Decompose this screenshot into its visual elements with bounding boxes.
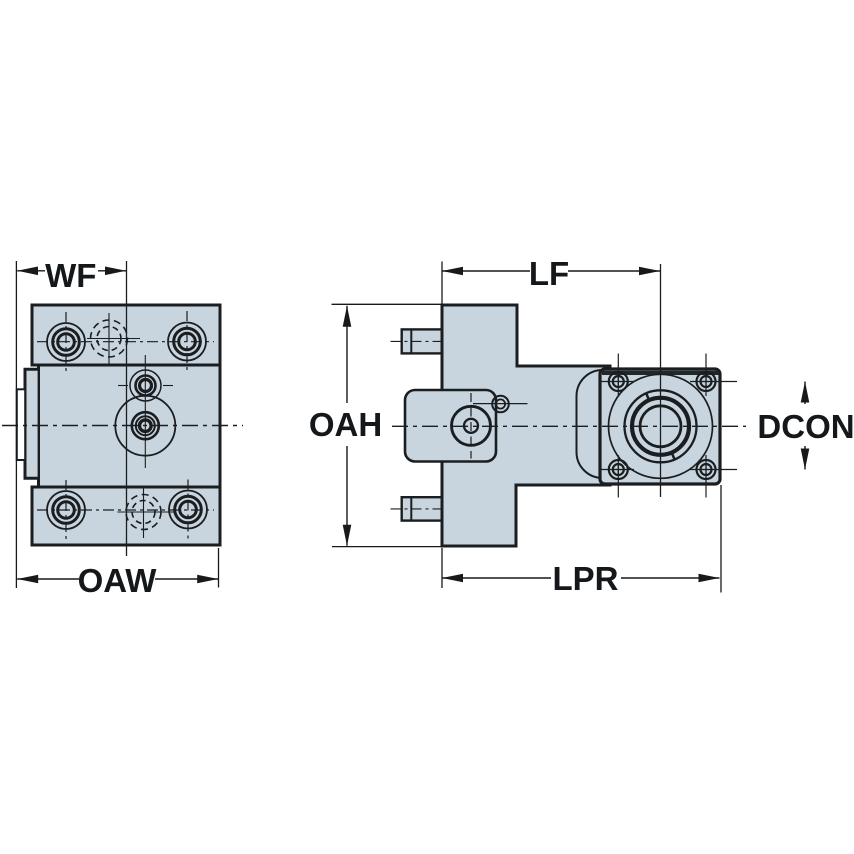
bolt-hole-bottom-right — [168, 479, 208, 540]
arrowhead — [442, 266, 463, 276]
arrowhead — [442, 573, 463, 583]
bolt-hole-top-right — [167, 311, 207, 374]
label-lf: LF — [529, 255, 569, 292]
arrowhead — [105, 266, 126, 276]
label-oah: OAH — [309, 406, 382, 443]
label-dcon: DCON — [757, 408, 854, 445]
side-key-tab — [15, 388, 27, 461]
arrowhead — [17, 266, 38, 276]
bolt-hole-top-left — [46, 312, 86, 372]
flange-screw-top-right — [690, 353, 737, 396]
dimension-dcon — [800, 381, 810, 470]
dimension-oah — [342, 305, 352, 546]
dimension-oaw — [17, 574, 219, 584]
arrowhead — [698, 573, 720, 583]
label-lpr: LPR — [553, 560, 619, 597]
arrowhead — [342, 524, 352, 546]
arrowhead — [800, 448, 810, 470]
bolt-hole-bottom-left — [46, 480, 86, 540]
arrowhead — [800, 381, 810, 403]
label-oaw: OAW — [78, 562, 158, 599]
clamp-plate-pin — [473, 394, 528, 414]
arrowhead — [197, 574, 219, 584]
hidden-hole-top — [87, 313, 140, 364]
label-wf: WF — [45, 257, 96, 294]
dimension-lf — [442, 266, 660, 276]
flange-screw-bottom-left — [601, 455, 634, 498]
flange-screw-top-left — [601, 353, 634, 396]
arrowhead — [17, 574, 39, 584]
dimensions — [15, 261, 810, 593]
arrowhead — [639, 266, 660, 276]
dimension-wf — [17, 266, 126, 276]
side-view — [390, 264, 746, 548]
arrowhead — [342, 305, 352, 327]
front-view — [2, 261, 243, 556]
flange-screw-bottom-right — [690, 455, 737, 498]
dimension-lpr — [442, 573, 720, 583]
